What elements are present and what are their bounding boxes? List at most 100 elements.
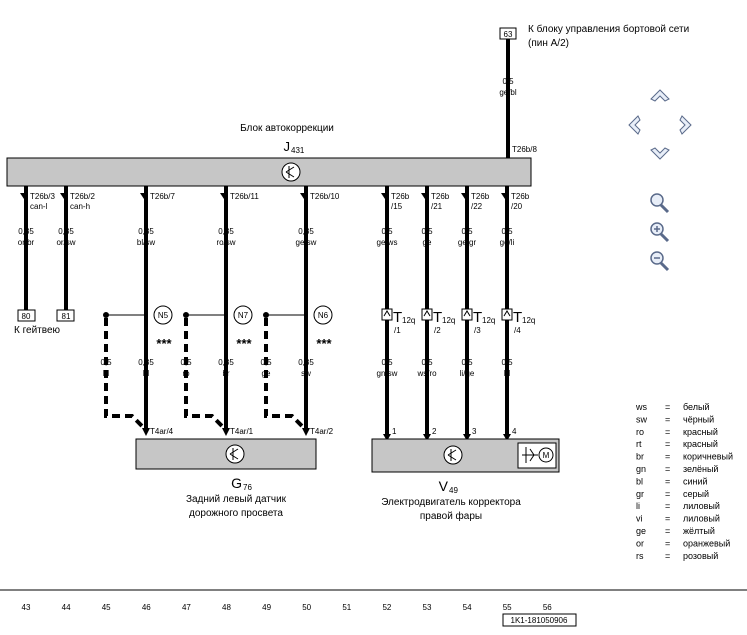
legend-code: br (636, 452, 644, 462)
pin-t26b-2-can: can-h (70, 202, 90, 211)
legend-name: чёрный (683, 414, 714, 424)
legend-name: лиловый (683, 514, 720, 524)
g76-line1: Задний левый датчик (186, 494, 287, 505)
g76-code: G (231, 475, 242, 491)
dwire1-color: bl (103, 369, 109, 378)
v49-pin-4: 4 (512, 427, 517, 436)
wire2-size: 0,35 (58, 227, 74, 236)
legend-name: оранжевый (683, 538, 730, 548)
vwire1-color: gn/sw (377, 369, 398, 378)
v49-pin-arrows (383, 434, 511, 441)
legend-equals: = (665, 501, 670, 511)
motor-label: M (543, 451, 550, 460)
vwire2-color: ws/ro (416, 369, 437, 378)
pan-up-icon[interactable] (650, 89, 670, 102)
legend-code: ge (636, 526, 646, 536)
ruler-number: 46 (142, 603, 151, 612)
legend-equals: = (665, 427, 670, 437)
v49-code: V (439, 478, 449, 494)
vwire4-color: bl (504, 369, 510, 378)
electronic-symbol-icon (281, 162, 301, 182)
legend-code: bl (636, 476, 643, 486)
node-n7-label: N7 (238, 311, 249, 320)
wire1-size: 0,35 (18, 227, 34, 236)
svg-text:/4: /4 (514, 326, 521, 335)
svg-text:/2: /2 (434, 326, 441, 335)
wire1-color: or/br (18, 238, 35, 247)
v49-pin-3: 3 (472, 427, 477, 436)
wire6-size: 0,5 (381, 227, 393, 236)
zoom-out-icon[interactable] (650, 251, 670, 272)
pin-t26b-15a: T26b (391, 192, 410, 201)
wire5-size: 0,35 (298, 227, 314, 236)
shield-dashed-wires (104, 318, 308, 432)
svg-text:12q: 12q (402, 316, 415, 325)
node-n5-label: N5 (158, 311, 169, 320)
dwire2-size: 0,35 (138, 358, 154, 367)
svg-text:/3: /3 (474, 326, 481, 335)
legend-code: gr (636, 489, 644, 499)
pan-down-icon[interactable] (650, 147, 670, 160)
wire5-color: ge/sw (296, 238, 317, 247)
dwire3-size: 0,5 (180, 358, 192, 367)
ruler-number: 52 (382, 603, 391, 612)
wire9-color: ge/li (500, 238, 515, 247)
pin-t26b-22b: /22 (471, 202, 483, 211)
v49-pin-1: 1 (392, 427, 397, 436)
stars-1: *** (156, 336, 172, 351)
pin-t26b-7: T26b/7 (150, 192, 175, 201)
dwire6-size: 0,35 (298, 358, 314, 367)
pin-t26b-22a: T26b (471, 192, 490, 201)
connector-t12q-4: T 12q /4 (501, 308, 535, 335)
legend-code: vi (636, 514, 643, 524)
color-legend: ws=белыйsw=чёрныйro=красныйrt=красныйbr=… (635, 402, 733, 561)
pan-left-icon[interactable] (628, 115, 641, 135)
pin-t26b-3: T26b/3 (30, 192, 55, 201)
vwire4-size: 0,5 (501, 358, 513, 367)
legend-equals: = (665, 414, 670, 424)
ref-text-line1: К блоку управления бортовой сети (528, 23, 689, 35)
legend-code: gn (636, 464, 646, 474)
g76-pin-arrows (142, 428, 310, 436)
zoom-in-icon[interactable] (650, 222, 670, 243)
vwire3-size: 0,5 (461, 358, 473, 367)
wire8-size: 0,5 (461, 227, 473, 236)
legend-code: sw (636, 414, 648, 424)
pin-t26b-20b: /20 (511, 202, 523, 211)
j431-label: Блок автокоррекции (240, 123, 334, 134)
legend-name: серый (683, 489, 709, 499)
zoom-fit-icon[interactable] (650, 193, 670, 214)
connector-t12q-3: T 12q /3 (461, 308, 495, 335)
pin-t26b-8: T26b/8 (512, 145, 537, 154)
legend-equals: = (665, 526, 670, 536)
gateway-label: К гейтвею (14, 325, 61, 336)
j431-code-sub: 431 (291, 146, 305, 155)
legend-code: ws (635, 402, 647, 412)
j431-block (6, 157, 532, 187)
j431-code: J (284, 139, 291, 154)
svg-text:12q: 12q (482, 316, 495, 325)
legend-equals: = (665, 452, 670, 462)
wire4-size: 0,35 (218, 227, 234, 236)
gateway-box-81-label: 81 (62, 312, 71, 321)
svg-text:T: T (433, 309, 442, 326)
vwire3-color: li/ge (460, 369, 475, 378)
v49-pin-2: 2 (432, 427, 437, 436)
v49-code-sub: 49 (449, 486, 458, 495)
ruler-number: 49 (262, 603, 271, 612)
wire8-color: ge/gr (458, 238, 477, 247)
legend-name: жёлтый (683, 526, 715, 536)
wire7-size: 0,5 (421, 227, 433, 236)
connector-t12q-1: T 12q /1 (381, 308, 415, 335)
node-n7: N7 (233, 305, 253, 325)
wire3-color: bl/sw (137, 238, 155, 247)
legend-equals: = (665, 464, 670, 474)
ruler-number: 55 (503, 603, 512, 612)
vwire2-size: 0,5 (421, 358, 433, 367)
legend-equals: = (665, 489, 670, 499)
shield-dots (103, 312, 269, 318)
gateway-box-80 (17, 309, 36, 322)
pan-right-icon[interactable] (679, 115, 692, 135)
pin-t26b-11: T26b/11 (230, 192, 259, 201)
